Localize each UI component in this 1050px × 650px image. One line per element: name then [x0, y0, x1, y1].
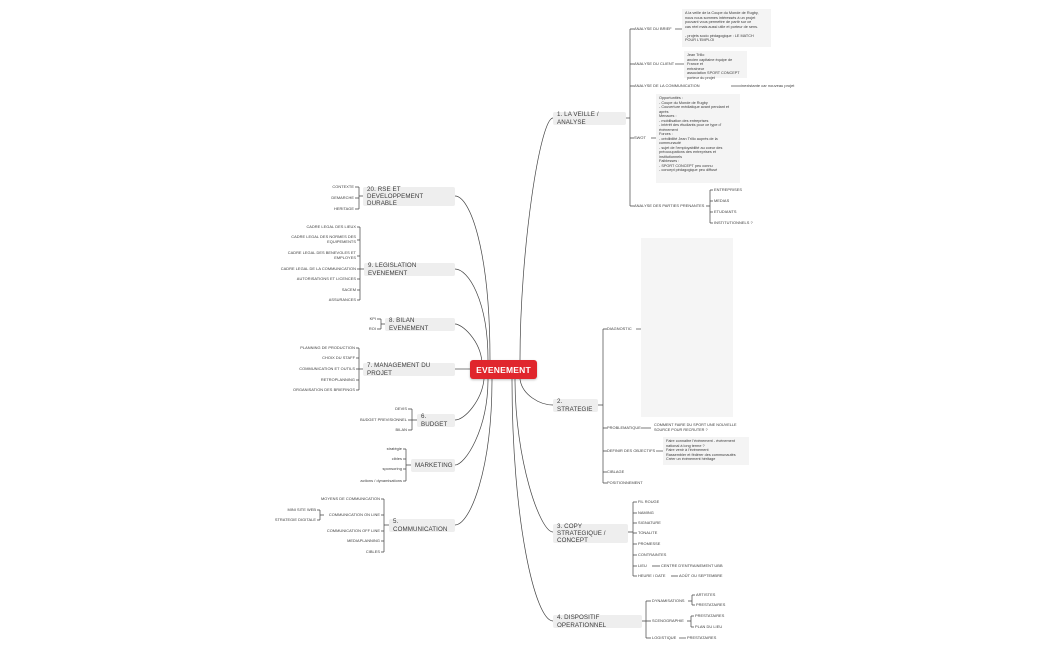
- legislation-item[interactable]: ASSURANCES: [328, 297, 356, 302]
- rse-item[interactable]: HERITAGE: [334, 206, 354, 211]
- problematique-value: COMMENT FAIRE DU SPORT UNE NOUVELLE SOUR…: [651, 421, 743, 435]
- copy-heure-value: AOÛT OU SEPTEMBRE: [679, 573, 723, 578]
- bilan-item[interactable]: ROI: [368, 326, 376, 331]
- strategie-diagnostic[interactable]: DIAGNOSTIC: [607, 326, 632, 331]
- connector-communication: [454, 378, 493, 526]
- node-marketing[interactable]: MARKETING: [411, 459, 455, 472]
- budget-item[interactable]: BUDGET PREVISIONNEL: [360, 417, 407, 422]
- strategie-positionnement[interactable]: POSITIONNEMENT: [607, 480, 643, 485]
- budget-item[interactable]: DEVIS: [395, 406, 407, 411]
- scenographie-item[interactable]: PLAN DU LIEU: [695, 624, 723, 629]
- rse-item[interactable]: CONTEXTE: [332, 184, 354, 189]
- strategie-problematique-label[interactable]: PROBLEMATIQUE: [607, 425, 641, 430]
- veille-brief-note: A la veille de la Coupe du Monde de Rugb…: [682, 9, 771, 47]
- management-item[interactable]: PLANNING DE PRODUCTION: [300, 345, 355, 350]
- veille-communication-label[interactable]: ANALYSE DE LA COMMUNICATION: [634, 83, 700, 88]
- budget-item[interactable]: BILAN: [395, 427, 407, 432]
- legislation-item[interactable]: CADRE LEGAL DES NORMES DES EQUIPEMENTS: [291, 234, 356, 244]
- communication-item[interactable]: MOYENS DE COMMUNICATION: [320, 496, 380, 501]
- bilan-item[interactable]: KPI: [369, 316, 376, 321]
- copy-item[interactable]: SIGNATURE: [638, 520, 661, 525]
- dynamisations-item[interactable]: ARTISTES: [696, 592, 716, 597]
- copy-item[interactable]: FIL ROUGE: [638, 499, 660, 504]
- communication-online-item[interactable]: MINI SITE WEB: [287, 507, 316, 512]
- connector-bilan: [454, 323, 483, 363]
- communication-item[interactable]: CIBLES: [365, 549, 380, 554]
- node-legislation[interactable]: 9. LEGISLATION EVENEMENT: [364, 262, 455, 277]
- marketing-item[interactable]: actions / dynamisations: [360, 478, 402, 483]
- connector-dispositif: [511, 378, 554, 622]
- copy-item[interactable]: TONALITE: [638, 530, 658, 535]
- connector-legislation: [454, 268, 489, 361]
- copy-lieu-label[interactable]: LIEU: [638, 563, 647, 568]
- marketing-item[interactable]: stratégie: [386, 446, 402, 451]
- node-management[interactable]: 7. MANAGEMENT DU PROJET: [363, 362, 455, 377]
- veille-brief-label[interactable]: ANALYSE DU BRIEF: [634, 26, 672, 31]
- management-item[interactable]: RETROPLANNING: [320, 377, 355, 382]
- veille-client-label[interactable]: ANALYSE DU CLIENT: [634, 61, 675, 66]
- veille-communication-value: inexistante car nouveau projet: [741, 83, 795, 88]
- veille-swot-label[interactable]: SWOT: [634, 135, 646, 140]
- legislation-item[interactable]: CADRE LEGAL DE LA COMMUNICATION: [280, 266, 356, 271]
- parties-item[interactable]: MEDIAS: [714, 198, 730, 203]
- node-copy[interactable]: 3. COPY STRATEGIQUE / CONCEPT: [553, 523, 628, 544]
- logistique-value: PRESTATAIRES: [687, 635, 717, 640]
- dispositif-dynamisations[interactable]: DYNAMISATIONS: [652, 598, 685, 603]
- veille-parties-label[interactable]: ANALYSE DES PARTIES PRENANTES: [634, 203, 705, 208]
- scenographie-item[interactable]: PRESTATAIRES: [695, 613, 725, 618]
- central-node-evenement[interactable]: EVENEMENT: [470, 360, 537, 379]
- connector-marketing: [454, 378, 489, 466]
- legislation-item[interactable]: SACEM: [341, 287, 356, 292]
- node-budget[interactable]: 6. BUDGET: [417, 413, 455, 428]
- connector-copy: [514, 378, 554, 533]
- connector-veille: [519, 117, 554, 361]
- marketing-item[interactable]: cibles: [391, 456, 402, 461]
- veille-client-note: Jean Trillo ancien capitaine équipe de F…: [684, 51, 747, 80]
- dispositif-scenographie[interactable]: SCENOGRAPHIE: [652, 618, 684, 623]
- legislation-item[interactable]: AUTORISATIONS ET LICENCES: [296, 276, 356, 281]
- communication-item[interactable]: COMMUNICATION ON LINE: [328, 512, 380, 517]
- copy-item[interactable]: CONTRAINTES: [638, 552, 667, 557]
- strategie-ciblage[interactable]: CIBLAGE: [607, 469, 625, 474]
- node-strategie[interactable]: 2. STRATEGIE: [553, 398, 598, 413]
- veille-swot-note: Opportunités : - Coupe du Monde de Rugby…: [656, 94, 740, 183]
- management-item[interactable]: CHOIX DU STAFF: [322, 355, 355, 360]
- management-item[interactable]: COMMUNICATION ET OUTILS: [299, 366, 355, 371]
- copy-heure-label[interactable]: HEURE / DATE: [638, 573, 666, 578]
- connector-strategie: [519, 378, 554, 406]
- diagnostic-note-area: [641, 238, 733, 417]
- node-veille[interactable]: 1. LA VEILLE / ANALYSE: [553, 111, 626, 126]
- management-item[interactable]: ORGANISATION DES BRIEFINGS: [293, 387, 355, 392]
- legislation-item[interactable]: CADRE LEGAL DES LIEUX: [306, 224, 356, 229]
- parties-item[interactable]: ETUDIANTS: [714, 209, 737, 214]
- communication-item[interactable]: COMMUNICATION OFF LINE: [326, 528, 380, 533]
- strategie-objectifs-label[interactable]: DEFINIR DES OBJECTIFS: [607, 448, 656, 453]
- node-communication[interactable]: 5. COMMUNICATION: [389, 518, 455, 533]
- dispositif-logistique[interactable]: LOGISTIQUE: [652, 635, 677, 640]
- dynamisations-item[interactable]: PRESTATAIRES: [696, 602, 726, 607]
- connector-rse: [454, 195, 491, 361]
- legislation-item[interactable]: CADRE LEGAL DES BENEVOLES ET EMPLOYES: [287, 250, 356, 260]
- copy-lieu-value: CENTRE D'ENTRAINEMENT UBB: [661, 563, 723, 568]
- node-rse[interactable]: 20. RSE ET DEVELOPPEMENT DURABLE: [363, 186, 455, 207]
- copy-item[interactable]: PROMESSE: [638, 541, 661, 546]
- communication-item[interactable]: MEDIAPLANNING: [347, 538, 380, 543]
- communication-online-item[interactable]: STRATEGIE DIGITALE: [274, 517, 316, 522]
- objectifs-note: Faire connaitre l'évènement - évènement …: [663, 437, 749, 465]
- marketing-item[interactable]: sponsoring: [382, 466, 402, 471]
- parties-item[interactable]: INSTITUTIONNELS ?: [714, 220, 753, 225]
- copy-item[interactable]: NAMING: [638, 510, 654, 515]
- connector-budget: [454, 378, 485, 421]
- node-bilan[interactable]: 8. BILAN EVENEMENT: [385, 317, 455, 332]
- parties-item[interactable]: ENTREPRISES: [714, 187, 743, 192]
- node-dispositif[interactable]: 4. DISPOSITIF OPERATIONNEL: [553, 614, 642, 629]
- rse-item[interactable]: DEMARCHE: [331, 195, 354, 200]
